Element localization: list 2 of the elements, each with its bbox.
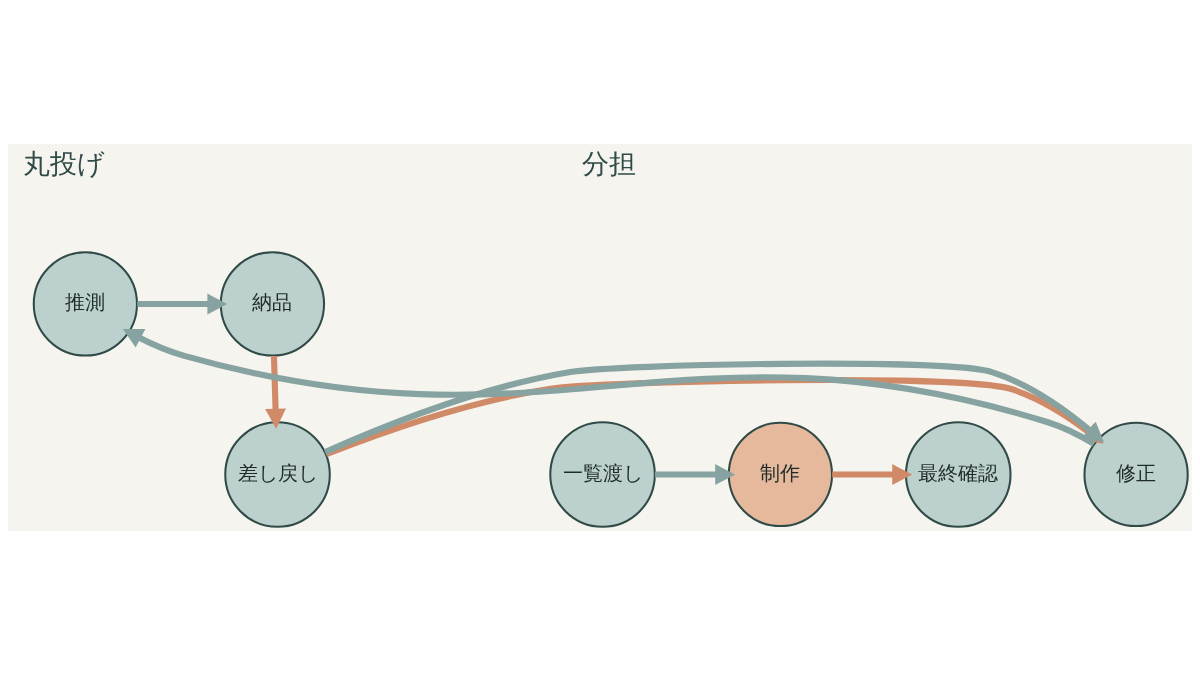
- label: 丸投げ: [22, 148, 105, 180]
- label: 分担: [581, 148, 636, 180]
